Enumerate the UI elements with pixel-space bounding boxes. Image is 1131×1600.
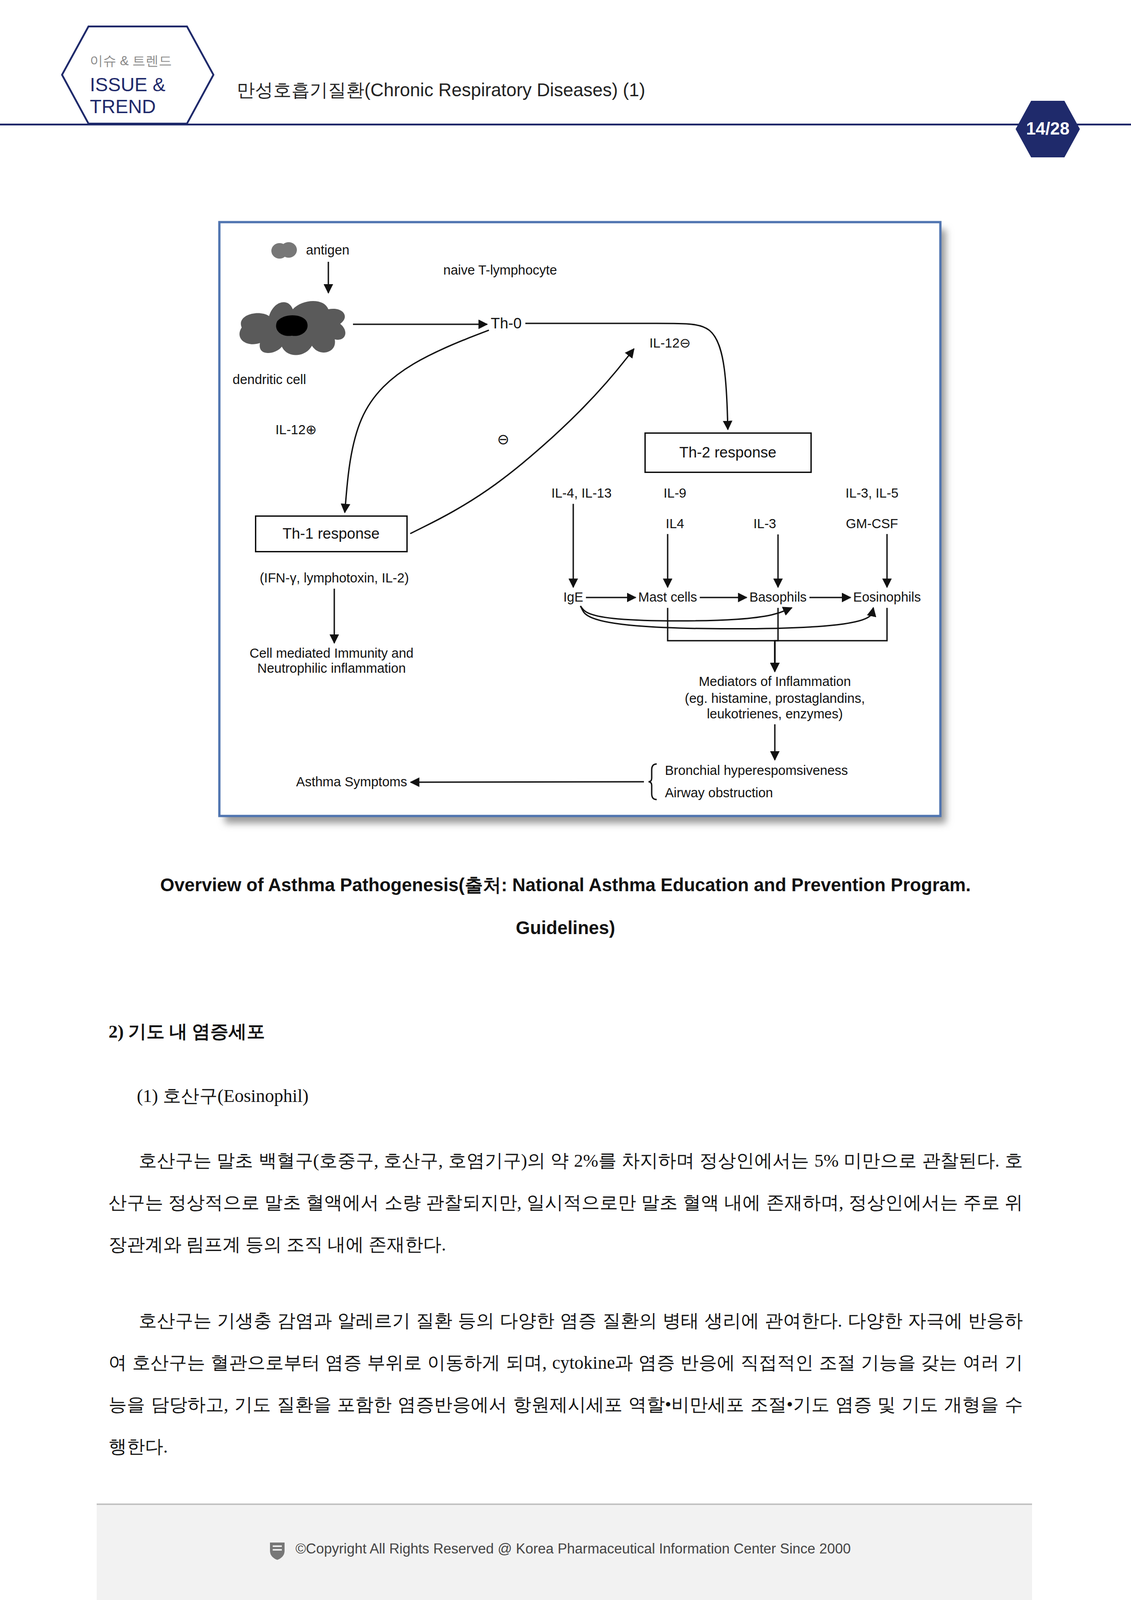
connector-arrow bbox=[580, 606, 874, 629]
badge-subtitle: 이슈 & 트렌드 bbox=[89, 53, 215, 69]
mediator-heading: Mediators of Inflammation bbox=[651, 674, 898, 690]
connector-arrow bbox=[580, 606, 792, 622]
process-box: Th-1 response bbox=[254, 515, 408, 553]
connector-arrow bbox=[572, 503, 575, 588]
cytokine-label: IL-3, IL-5 bbox=[845, 485, 899, 501]
connector-arrow bbox=[525, 323, 728, 430]
diagram-node: Cell mediated Immunity and Neutrophilic … bbox=[235, 645, 428, 677]
connector-arrow bbox=[777, 534, 779, 588]
connector-arrow bbox=[667, 607, 775, 672]
subsection-heading: (1) 호산구(Eosinophil) bbox=[136, 1085, 309, 1107]
connector-arrow bbox=[699, 596, 747, 599]
inhibition-sign: ⊖ bbox=[497, 430, 510, 448]
diagram-term: Asthma Symptoms bbox=[295, 774, 407, 790]
response-box-label: Th-1 response bbox=[282, 524, 380, 543]
badge-title: ISSUE & TREND bbox=[89, 73, 186, 118]
body-paragraph: 호산구는 기생충 감염과 알레르기 질환 등의 다양한 염증 질환의 병태 생리… bbox=[108, 1299, 1023, 1468]
inhibition-arrow bbox=[410, 348, 635, 534]
diagram-node: 14/28 bbox=[1014, 99, 1081, 159]
diagram-term: Mast cells bbox=[638, 589, 698, 605]
page-number: 14/28 bbox=[1026, 119, 1070, 140]
diagram-term: IL-3 bbox=[753, 516, 777, 532]
diagram-term: (IFN-γ, lymphotoxin, IL-2) bbox=[259, 570, 409, 586]
footer-band bbox=[96, 1504, 1033, 1600]
diagram-node: 이슈 & 트렌드 ISSUE & TREND bbox=[61, 25, 215, 125]
connector-arrow bbox=[774, 724, 776, 760]
edge-label: IL-12⊕ bbox=[273, 421, 319, 438]
cytokine-label: IL4 bbox=[663, 516, 687, 532]
diagram-node: IL-9IL4 bbox=[663, 485, 687, 532]
footer-rule bbox=[96, 1503, 1033, 1505]
diagram-node: Asthma Symptoms bbox=[295, 774, 407, 790]
diagram-note: naive T-lymphocyte bbox=[443, 262, 557, 278]
diagram-frame bbox=[219, 222, 941, 816]
response-box-label: Th-2 response bbox=[679, 443, 777, 462]
diagram-node: Mast cells bbox=[638, 589, 698, 605]
body-paragraph: 호산구는 말초 백혈구(호중구, 호산구, 호염기구)의 약 2%를 차지하며 … bbox=[108, 1139, 1023, 1266]
connector-arrow bbox=[344, 330, 489, 513]
connector-arrow bbox=[774, 607, 888, 672]
diagram-node: (IFN-γ, lymphotoxin, IL-2) bbox=[259, 570, 409, 586]
diagram-term: IgE bbox=[563, 589, 584, 605]
diagram-node: Eosinophils bbox=[853, 589, 921, 605]
mediator-examples: (eg. histamine, prostaglandins, leukotri… bbox=[660, 690, 889, 722]
diagram-node: Basophils bbox=[749, 589, 807, 605]
dendritic-cell-shape bbox=[232, 295, 352, 360]
connector-arrow bbox=[352, 323, 488, 326]
process-box: Th-2 response bbox=[644, 432, 812, 473]
cell-label: dendritic cell bbox=[232, 372, 352, 388]
diagram-node: IL-4, IL-13 bbox=[551, 485, 612, 501]
diagram-node: Th-0 bbox=[490, 314, 522, 333]
antigen-blob bbox=[270, 240, 298, 260]
cytokine-label: GM-CSF bbox=[845, 516, 899, 532]
curly-brace bbox=[647, 762, 659, 801]
section-heading: 2) 기도 내 염증세포 bbox=[108, 1021, 265, 1043]
footer-copyright: ©Copyright All Rights Reserved @ Korea P… bbox=[295, 1540, 851, 1557]
cytokine-label: IL-9 bbox=[663, 485, 687, 501]
diagram-term: Cell mediated Immunity and Neutrophilic … bbox=[235, 645, 428, 677]
diagram-node: IL-3 bbox=[753, 516, 777, 532]
page-header-title: 만성호흡기질환(Chronic Respiratory Diseases) (1… bbox=[236, 77, 646, 103]
connector-arrow bbox=[809, 596, 851, 599]
connector-arrow bbox=[666, 534, 669, 587]
connector-arrow bbox=[410, 781, 644, 783]
diagram-node: Mediators of Inflammation(eg. histamine,… bbox=[651, 674, 898, 722]
footer-icon bbox=[269, 1542, 285, 1560]
symptom-mechanism: Bronchial hyperespomsiveness bbox=[664, 762, 848, 779]
badge-hexagon bbox=[62, 26, 214, 124]
connector-arrow bbox=[586, 596, 636, 599]
diagram-term: Th-0 bbox=[490, 314, 522, 333]
diagram-node: antigen bbox=[270, 240, 350, 260]
diagram-term: Eosinophils bbox=[853, 589, 921, 605]
diagram-term: Basophils bbox=[749, 589, 807, 605]
cell-label: antigen bbox=[306, 242, 350, 258]
footer-icon-lines bbox=[272, 1546, 282, 1550]
diagram-node: Bronchial hyperespomsivenessAirway obstr… bbox=[647, 762, 848, 801]
edge-label: IL-12⊖ bbox=[647, 335, 693, 351]
connector-arrow bbox=[333, 588, 335, 644]
symptom-mechanism: Airway obstruction bbox=[664, 785, 848, 801]
connector-arrow bbox=[886, 534, 888, 587]
diagram-node: dendritic cell bbox=[232, 295, 352, 388]
diagram-term: IL-4, IL-13 bbox=[551, 485, 612, 501]
page-badge-hexagon bbox=[1015, 100, 1080, 158]
figure-caption: Overview of Asthma Pathogenesis(출처: Nati… bbox=[132, 863, 999, 950]
diagram-node: IgE bbox=[563, 589, 584, 605]
diagram-node: IL-3, IL-5GM-CSF bbox=[845, 485, 899, 532]
connector-arrow bbox=[327, 261, 330, 293]
